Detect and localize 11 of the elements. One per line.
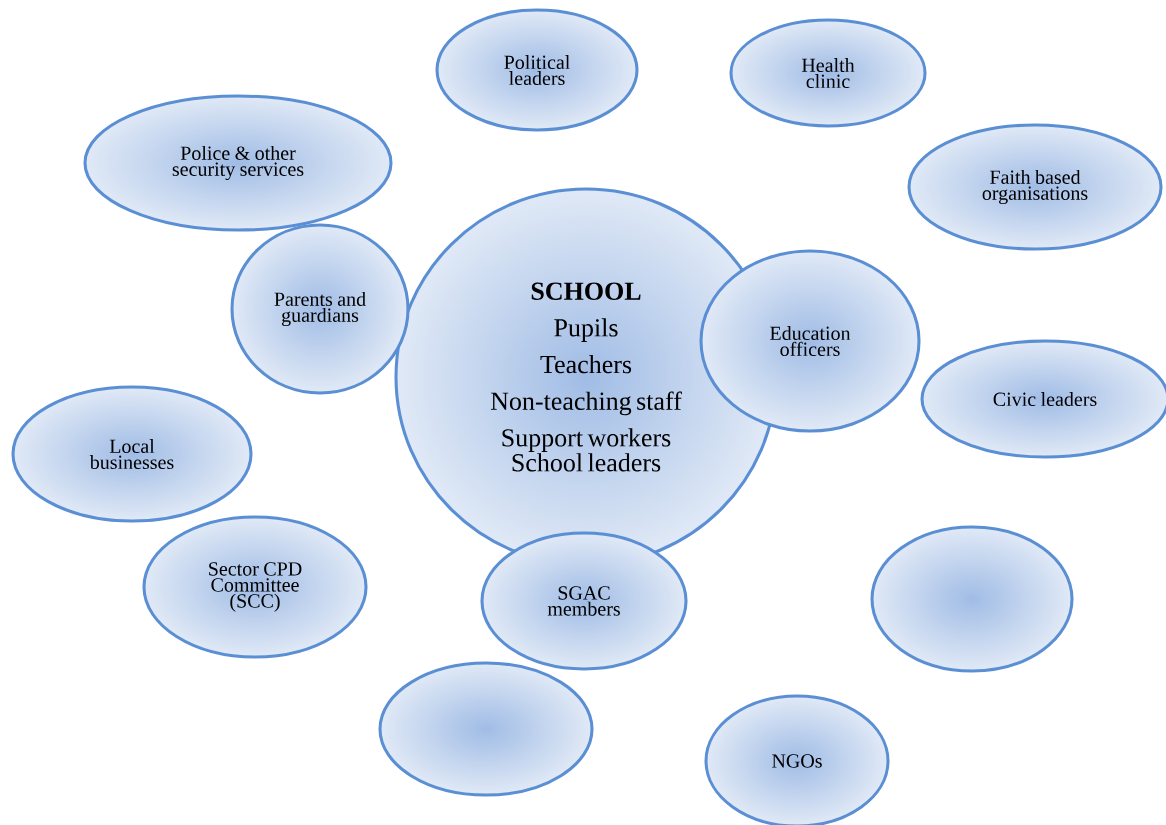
ellipse-node: Health clinic bbox=[729, 18, 927, 128]
ellipse-node: Parents and guardians bbox=[230, 223, 410, 395]
ellipse-node: SGAC members bbox=[480, 531, 688, 671]
ellipse-node: Education officers bbox=[699, 249, 921, 433]
ellipse-node: Local businesses bbox=[11, 385, 253, 523]
ellipse-node: Faith based organisations bbox=[907, 123, 1163, 251]
ellipse-node: Sector CPD Committee (SCC) bbox=[142, 515, 368, 659]
empty-ellipse bbox=[870, 525, 1074, 673]
empty-ellipse bbox=[378, 661, 594, 797]
ellipse-node: Political leaders bbox=[435, 8, 639, 132]
ellipse-node: Police & other security services bbox=[83, 94, 393, 232]
